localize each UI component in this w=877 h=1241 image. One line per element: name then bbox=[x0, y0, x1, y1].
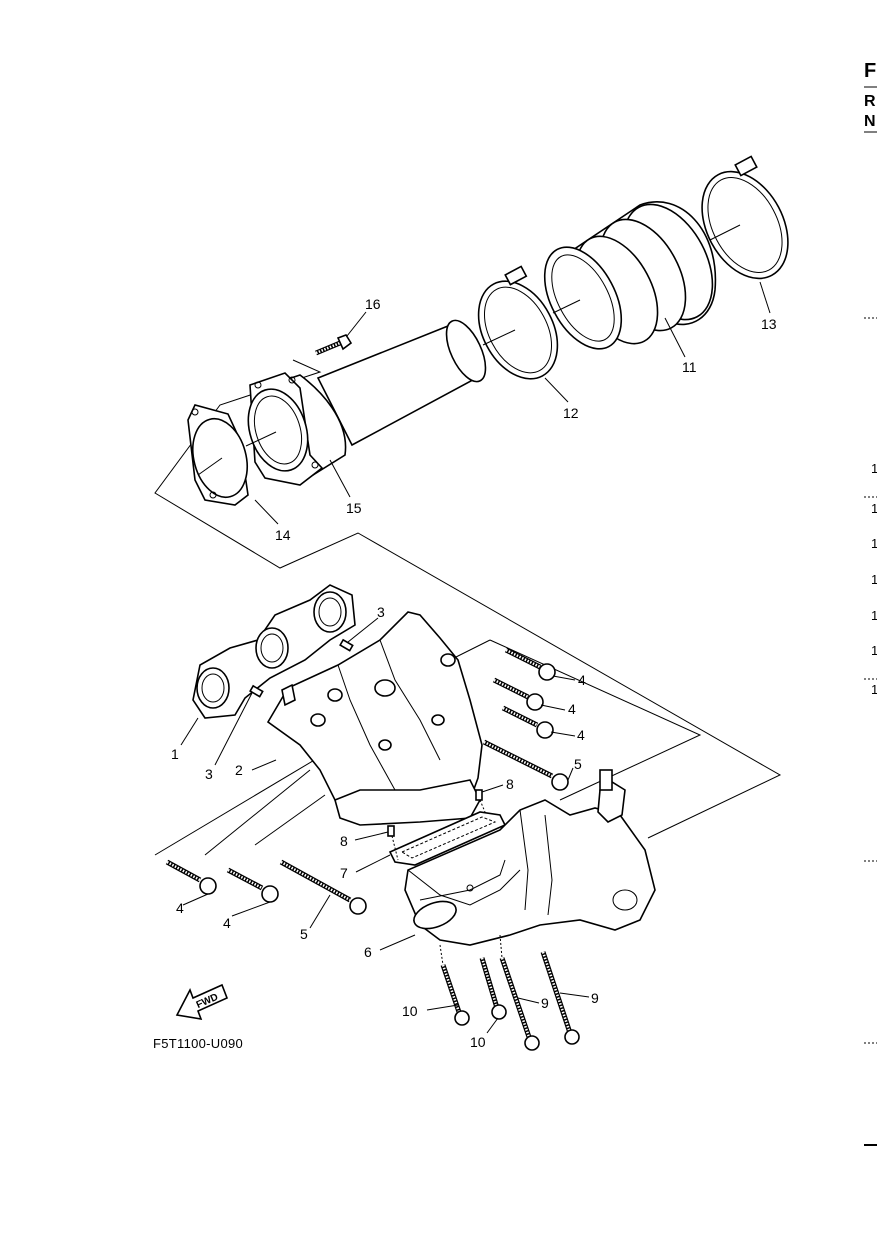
callout-5: 5 bbox=[300, 926, 308, 942]
edge-letter-f: F bbox=[864, 60, 876, 82]
fwd-arrow-icon: FWD bbox=[175, 983, 229, 1021]
callout-8: 8 bbox=[340, 833, 348, 849]
bolt bbox=[226, 867, 279, 903]
bolt bbox=[440, 964, 470, 1026]
callout-4: 4 bbox=[578, 672, 586, 688]
callout-3: 3 bbox=[205, 766, 213, 782]
exhaust-gasket bbox=[187, 404, 249, 506]
bolt bbox=[165, 859, 217, 895]
callout-3: 3 bbox=[377, 604, 385, 620]
callout-1: 1 bbox=[171, 746, 179, 762]
callout-11: 11 bbox=[682, 359, 697, 375]
diagram-code: F5T1100-U090 bbox=[153, 1036, 243, 1051]
callout-6: 6 bbox=[364, 944, 372, 960]
edge-number: 1 bbox=[871, 536, 877, 551]
hose-clamp-large bbox=[701, 155, 789, 280]
callout-8: 8 bbox=[506, 776, 514, 792]
exhaust-chamber bbox=[404, 769, 656, 946]
manifold-gasket bbox=[192, 584, 356, 719]
edge-number: 1 bbox=[871, 608, 877, 623]
callout-13: 13 bbox=[761, 316, 777, 332]
callout-5: 5 bbox=[574, 756, 582, 772]
callout-16: 16 bbox=[365, 296, 381, 312]
exhaust-manifold bbox=[266, 611, 483, 826]
edge-number: 1 bbox=[871, 682, 877, 697]
joint-hose bbox=[543, 201, 717, 350]
hose-clamp-small bbox=[477, 265, 559, 380]
bolt bbox=[501, 705, 554, 739]
callout-14: 14 bbox=[275, 527, 291, 543]
fwd-label: FWD bbox=[195, 992, 220, 1011]
callout-4: 4 bbox=[577, 727, 585, 743]
leader-lines bbox=[180, 281, 771, 1034]
bolt-long bbox=[279, 859, 367, 915]
edge-number: 1 bbox=[871, 643, 877, 658]
callout-9: 9 bbox=[541, 995, 549, 1011]
chamber-gasket bbox=[387, 789, 507, 866]
exhaust-pipe bbox=[245, 319, 487, 486]
edge-number: 1 bbox=[871, 461, 877, 476]
callout-numbers: 16 12 11 13 15 14 1 3 3 2 4 4 4 5 8 8 7 … bbox=[171, 296, 777, 1050]
callout-2: 2 bbox=[235, 762, 243, 778]
bolt bbox=[479, 957, 507, 1020]
callout-4: 4 bbox=[223, 915, 231, 931]
callout-7: 7 bbox=[340, 865, 348, 881]
callout-10: 10 bbox=[402, 1003, 418, 1019]
callout-10: 10 bbox=[470, 1034, 486, 1050]
edge-letter-r: R bbox=[864, 93, 876, 110]
manifold-bolts-right bbox=[482, 647, 569, 791]
edge-number: 1 bbox=[871, 572, 877, 587]
callout-4: 4 bbox=[176, 900, 184, 916]
bolt-16 bbox=[315, 334, 353, 356]
bolt-long bbox=[540, 951, 580, 1045]
dowel-pins bbox=[249, 638, 354, 698]
callout-15: 15 bbox=[346, 500, 362, 516]
callout-12: 12 bbox=[563, 405, 579, 421]
right-edge-text: F R N 1 1 1 1 1 1 1 bbox=[864, 60, 877, 1146]
manifold-bolts-left bbox=[165, 859, 367, 915]
callout-4: 4 bbox=[568, 701, 576, 717]
edge-number: 1 bbox=[871, 501, 877, 516]
callout-9: 9 bbox=[591, 990, 599, 1006]
edge-letter-n: N bbox=[864, 113, 876, 130]
bolt-long bbox=[482, 739, 569, 791]
bolt bbox=[504, 647, 556, 681]
bolt-long bbox=[499, 957, 540, 1051]
bolt bbox=[492, 677, 544, 711]
chamber-bolts bbox=[439, 934, 580, 1051]
